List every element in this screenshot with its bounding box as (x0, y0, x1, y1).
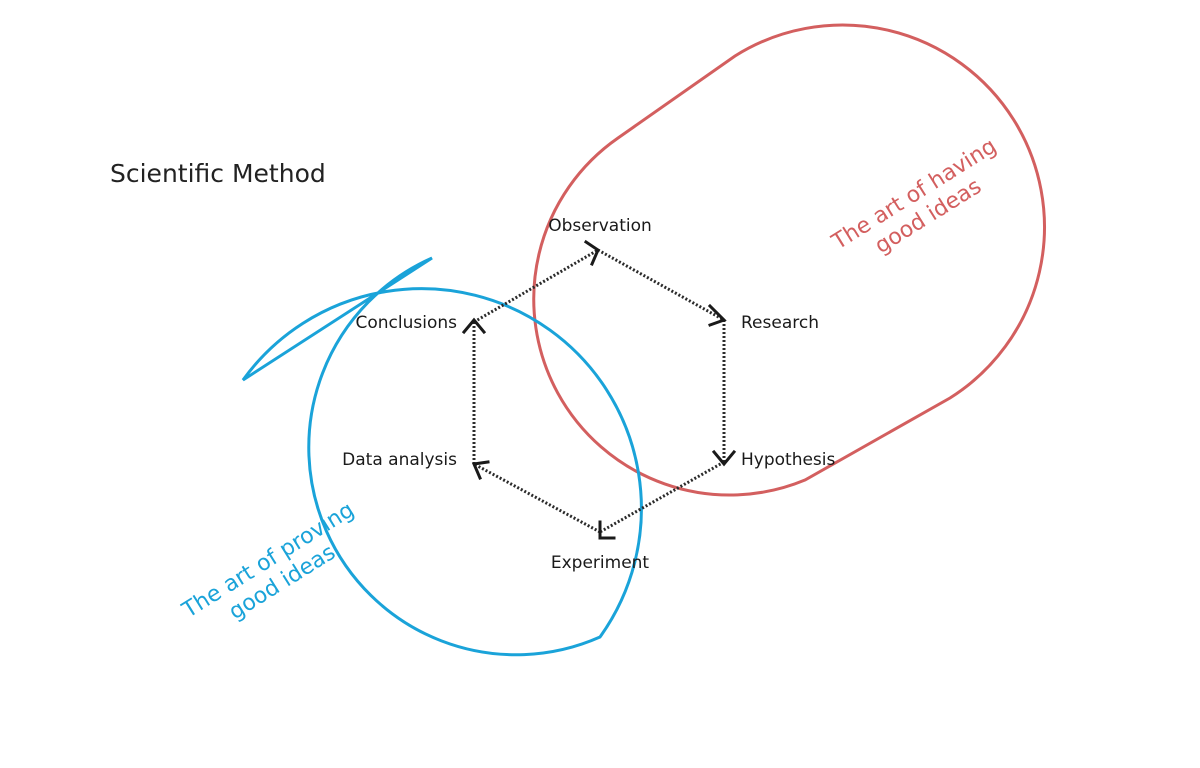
arrowhead-conclusions (461, 317, 487, 335)
step-label-data-analysis: Data analysis (342, 450, 457, 470)
arrowhead-experiment (598, 520, 616, 540)
cycle-edges (472, 248, 726, 534)
edge-hypothesis-experiment (599, 460, 725, 534)
arrowhead-research (707, 303, 727, 327)
having-ideas-region (532, 23, 1046, 497)
step-label-research: Research (741, 313, 819, 333)
step-label-experiment: Experiment (551, 553, 650, 573)
diagram-title: Scientific Method (110, 159, 326, 188)
cycle-arrowheads (461, 239, 737, 540)
edge-observation-research (597, 248, 725, 322)
step-label-conclusions: Conclusions (355, 313, 457, 333)
edge-experiment-analysis (473, 462, 601, 534)
proving-ideas-label: The art of proving good ideas (177, 498, 358, 625)
step-label-observation: Observation (548, 216, 652, 236)
arrowhead-data-analysis (471, 460, 490, 480)
step-label-hypothesis: Hypothesis (741, 450, 836, 470)
proving-ideas-region (241, 256, 643, 657)
arrowhead-hypothesis (711, 449, 737, 467)
arrowhead-observation (583, 239, 600, 266)
having-ideas-label: The art of having good ideas (827, 134, 1001, 259)
